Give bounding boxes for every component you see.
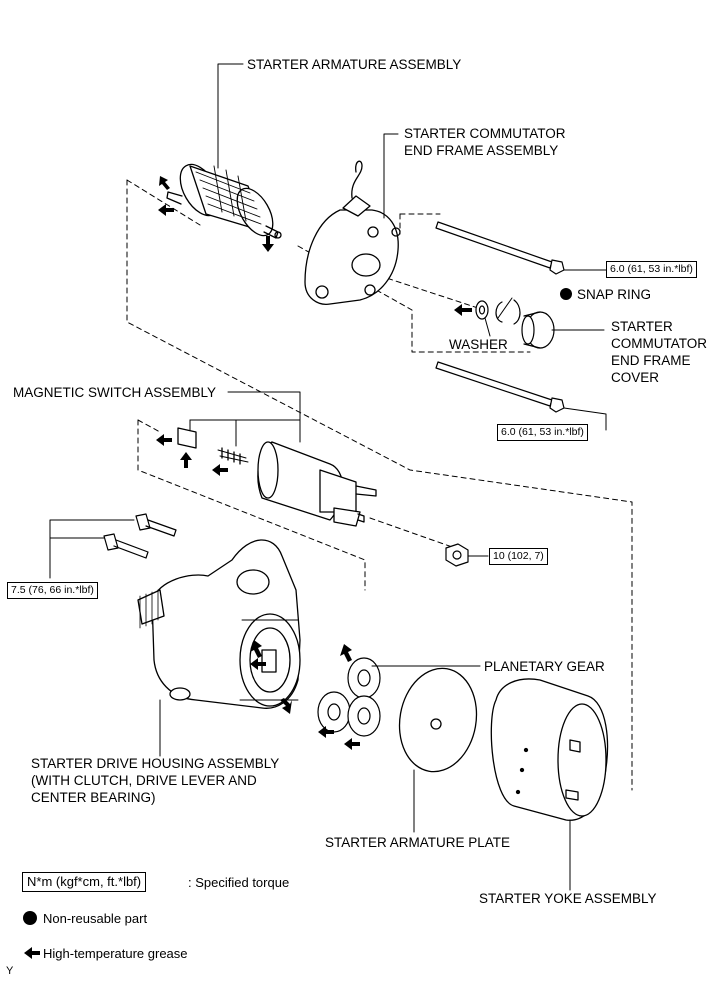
label-frame-cover-line4: COVER	[611, 370, 660, 385]
label-frame-cover-line1: STARTER	[611, 319, 673, 334]
armature-part	[166, 163, 282, 239]
corner-mark: Y	[6, 965, 14, 977]
label-commutator-frame-line2: END FRAME ASSEMBLY	[404, 143, 559, 158]
through-bolts	[435, 221, 565, 413]
legend-grease: High-temperature grease	[43, 946, 188, 961]
label-frame-cover: STARTER COMMUTATOR END FRAME COVER	[611, 318, 707, 386]
housing-bolts	[103, 513, 177, 559]
torque-box-housing-bolts: 7.5 (76, 66 in.*lbf)	[7, 582, 98, 599]
torque-box-bolt-upper: 6.0 (61, 53 in.*lbf)	[606, 261, 697, 278]
legend-icons	[23, 911, 40, 959]
label-frame-cover-line2: COMMUTATOR	[611, 336, 707, 351]
label-drive-housing-line2: (WITH CLUTCH, DRIVE LEVER AND	[31, 773, 257, 788]
label-washer: WASHER	[449, 337, 508, 352]
torque-box-nut: 10 (102, 7)	[489, 548, 548, 565]
label-commutator-frame-line1: STARTER COMMUTATOR	[404, 126, 566, 141]
label-armature: STARTER ARMATURE ASSEMBLY	[247, 57, 462, 72]
label-frame-cover-line3: END FRAME	[611, 353, 691, 368]
label-drive-housing-line1: STARTER DRIVE HOUSING ASSEMBLY	[31, 756, 280, 771]
legend-non-reusable: Non-reusable part	[43, 911, 148, 926]
legend-torque-text: : Specified torque	[188, 875, 290, 890]
torque-box-bolt-lower: 6.0 (61, 53 in.*lbf)	[497, 424, 588, 441]
label-snap-ring: SNAP RING	[577, 287, 652, 302]
label-drive-housing: STARTER DRIVE HOUSING ASSEMBLY (WITH CLU…	[31, 755, 279, 806]
label-commutator-frame: STARTER COMMUTATOR END FRAME ASSEMBLY	[404, 125, 566, 159]
planetary-gears	[317, 657, 381, 737]
label-armature-plate: STARTER ARMATURE PLATE	[325, 835, 511, 850]
magnetic-switch-part	[177, 427, 377, 527]
label-planetary-gear: PLANETARY GEAR	[484, 659, 605, 674]
end-frame-part	[304, 160, 401, 305]
armature-plate-part	[398, 667, 478, 773]
label-yoke: STARTER YOKE ASSEMBLY	[479, 891, 657, 906]
drive-housing-part	[137, 539, 301, 709]
yoke-part	[490, 678, 609, 821]
small-parts	[475, 299, 555, 349]
grease-arrows	[156, 176, 572, 750]
leader-lines	[49, 63, 607, 891]
label-magnetic-switch: MAGNETIC SWITCH ASSEMBLY	[13, 385, 217, 400]
nut-part	[445, 543, 469, 567]
label-drive-housing-line3: CENTER BEARING)	[31, 790, 156, 805]
legend-torque-box: N*m (kgf*cm, ft.*lbf)	[22, 872, 147, 892]
